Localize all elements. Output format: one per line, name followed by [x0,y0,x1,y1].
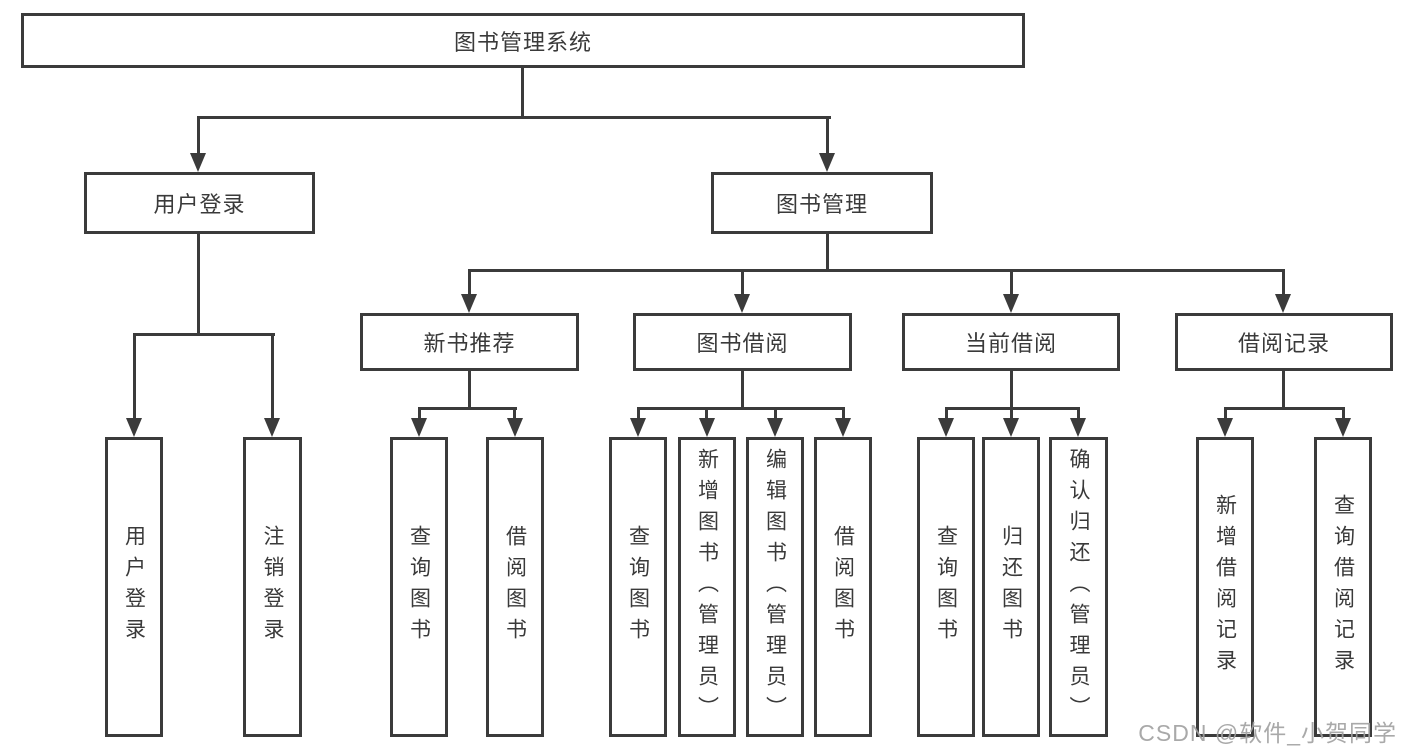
connector-line [1077,407,1080,421]
arrowhead-down-icon [1335,418,1351,437]
connector-line [418,407,517,410]
arrowhead-down-icon [1070,418,1086,437]
arrowhead-down-icon [630,418,646,437]
connector-line [197,231,200,336]
connector-line [513,407,516,421]
leaf-query-books-borrowing: 查询图书 [609,437,667,737]
node-label: 图书借阅 [696,331,789,356]
leaf-logout: 注销登录 [243,437,302,737]
node-book-management: 图书管理 [711,172,933,234]
leaf-query-borrow-record: 查询借阅记录 [1314,437,1372,737]
arrowhead-down-icon [461,294,477,313]
leaf-user-login: 用户登录 [105,437,163,737]
arrowhead-down-icon [734,294,750,313]
connector-line [826,231,829,272]
arrowhead-down-icon [507,418,523,437]
leaf-query-books-current: 查询图书 [917,437,975,737]
connector-line [842,407,845,421]
connector-line [741,368,744,410]
leaf-label: 借阅图书 [503,525,527,649]
leaf-label: 归还图书 [999,525,1023,649]
arrowhead-down-icon [126,418,142,437]
connector-line [774,407,777,421]
leaf-label: 查询借阅记录 [1331,494,1355,680]
connector-line [826,116,829,156]
connector-line [418,407,421,421]
connector-line [521,67,524,119]
node-label: 借阅记录 [1237,331,1330,356]
leaf-label: 确认归还（管理员） [1067,447,1090,727]
connector-line [1010,407,1013,421]
connector-line [637,407,845,410]
node-user-login: 用户登录 [84,172,315,234]
leaf-borrow-books-borrowing: 借阅图书 [814,437,872,737]
connector-line [1342,407,1345,421]
leaf-borrow-books-recommend: 借阅图书 [486,437,544,737]
arrowhead-down-icon [190,153,206,172]
connector-line [1282,269,1285,297]
node-label: 图书管理系统 [453,29,592,55]
connector-line [468,269,471,297]
connector-line [197,116,831,119]
node-label: 图书管理 [775,192,868,217]
connector-line [1010,269,1013,297]
arrowhead-down-icon [264,418,280,437]
connector-line [1010,368,1013,410]
leaf-edit-books-admin: 编辑图书（管理员） [746,437,804,737]
node-new-book-recommend: 新书推荐 [360,313,579,371]
connector-line [133,333,275,336]
node-label: 新书推荐 [423,331,516,356]
connector-line [1224,407,1227,421]
leaf-label: 注销登录 [261,525,284,649]
connector-line [1282,368,1285,410]
leaf-add-borrow-record: 新增借阅记录 [1196,437,1254,737]
arrowhead-down-icon [1275,294,1291,313]
connector-line [705,407,708,421]
connector-line [197,116,200,156]
node-label: 当前借阅 [964,331,1057,356]
connector-line [133,333,136,420]
leaf-return-books: 归还图书 [982,437,1040,737]
arrowhead-down-icon [835,418,851,437]
leaf-label: 查询图书 [934,525,958,649]
connector-line [741,269,744,297]
watermark: CSDN @软件_小贺同学 [1138,720,1397,746]
leaf-label: 新增图书（管理员） [695,447,719,727]
node-book-borrowing: 图书借阅 [633,313,852,371]
node-label: 用户登录 [153,192,246,217]
node-library-management-system: 图书管理系统 [21,13,1025,68]
leaf-query-books-recommend: 查询图书 [390,437,448,737]
leaf-label: 新增借阅记录 [1213,494,1237,680]
leaf-label: 借阅图书 [831,525,855,649]
arrowhead-down-icon [938,418,954,437]
node-current-borrowing: 当前借阅 [902,313,1120,371]
arrowhead-down-icon [699,418,715,437]
leaf-label: 编辑图书（管理员） [763,447,787,727]
arrowhead-down-icon [767,418,783,437]
connector-line [468,368,471,410]
connector-line [271,333,274,420]
leaf-label: 查询图书 [407,525,431,649]
leaf-label: 用户登录 [122,525,146,649]
leaf-label: 查询图书 [626,525,650,649]
arrowhead-down-icon [819,153,835,172]
connector-line [468,269,1285,272]
arrowhead-down-icon [1217,418,1233,437]
node-borrowing-records: 借阅记录 [1175,313,1393,371]
arrowhead-down-icon [1003,418,1019,437]
arrowhead-down-icon [411,418,427,437]
leaf-confirm-return-admin: 确认归还（管理员） [1049,437,1108,737]
connector-line [637,407,640,421]
connector-line [945,407,948,421]
connector-line [1224,407,1345,410]
leaf-add-books-admin: 新增图书（管理员） [678,437,736,737]
arrowhead-down-icon [1003,294,1019,313]
